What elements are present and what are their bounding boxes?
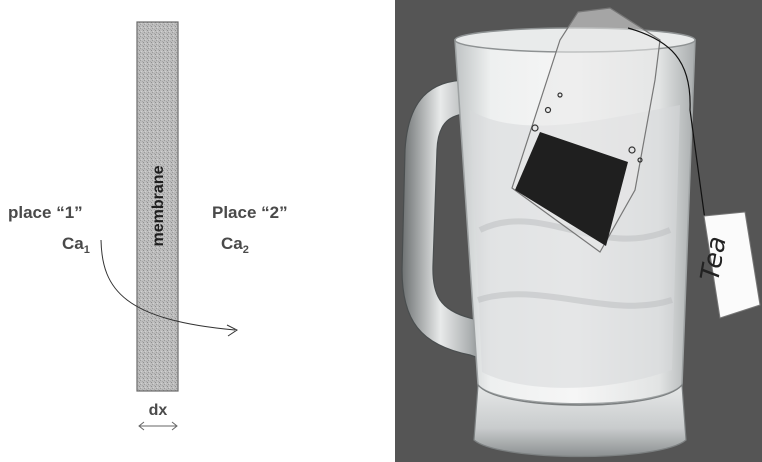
diffusion-arrow-head [227,325,237,336]
ca2-label: Ca2 [221,234,249,256]
ca1-label: Ca1 [62,234,90,256]
thickness-label: dx [149,402,168,419]
place-1-label: place “1” [8,203,83,222]
place-2-label: Place “2” [212,203,288,222]
tea-photo: Tea [395,0,762,462]
membrane-label: membrane [150,165,167,246]
membrane-diagram: membrane place “1” Place “2” Ca1 Ca2 dx [8,22,288,430]
thickness-arrow [139,422,177,430]
